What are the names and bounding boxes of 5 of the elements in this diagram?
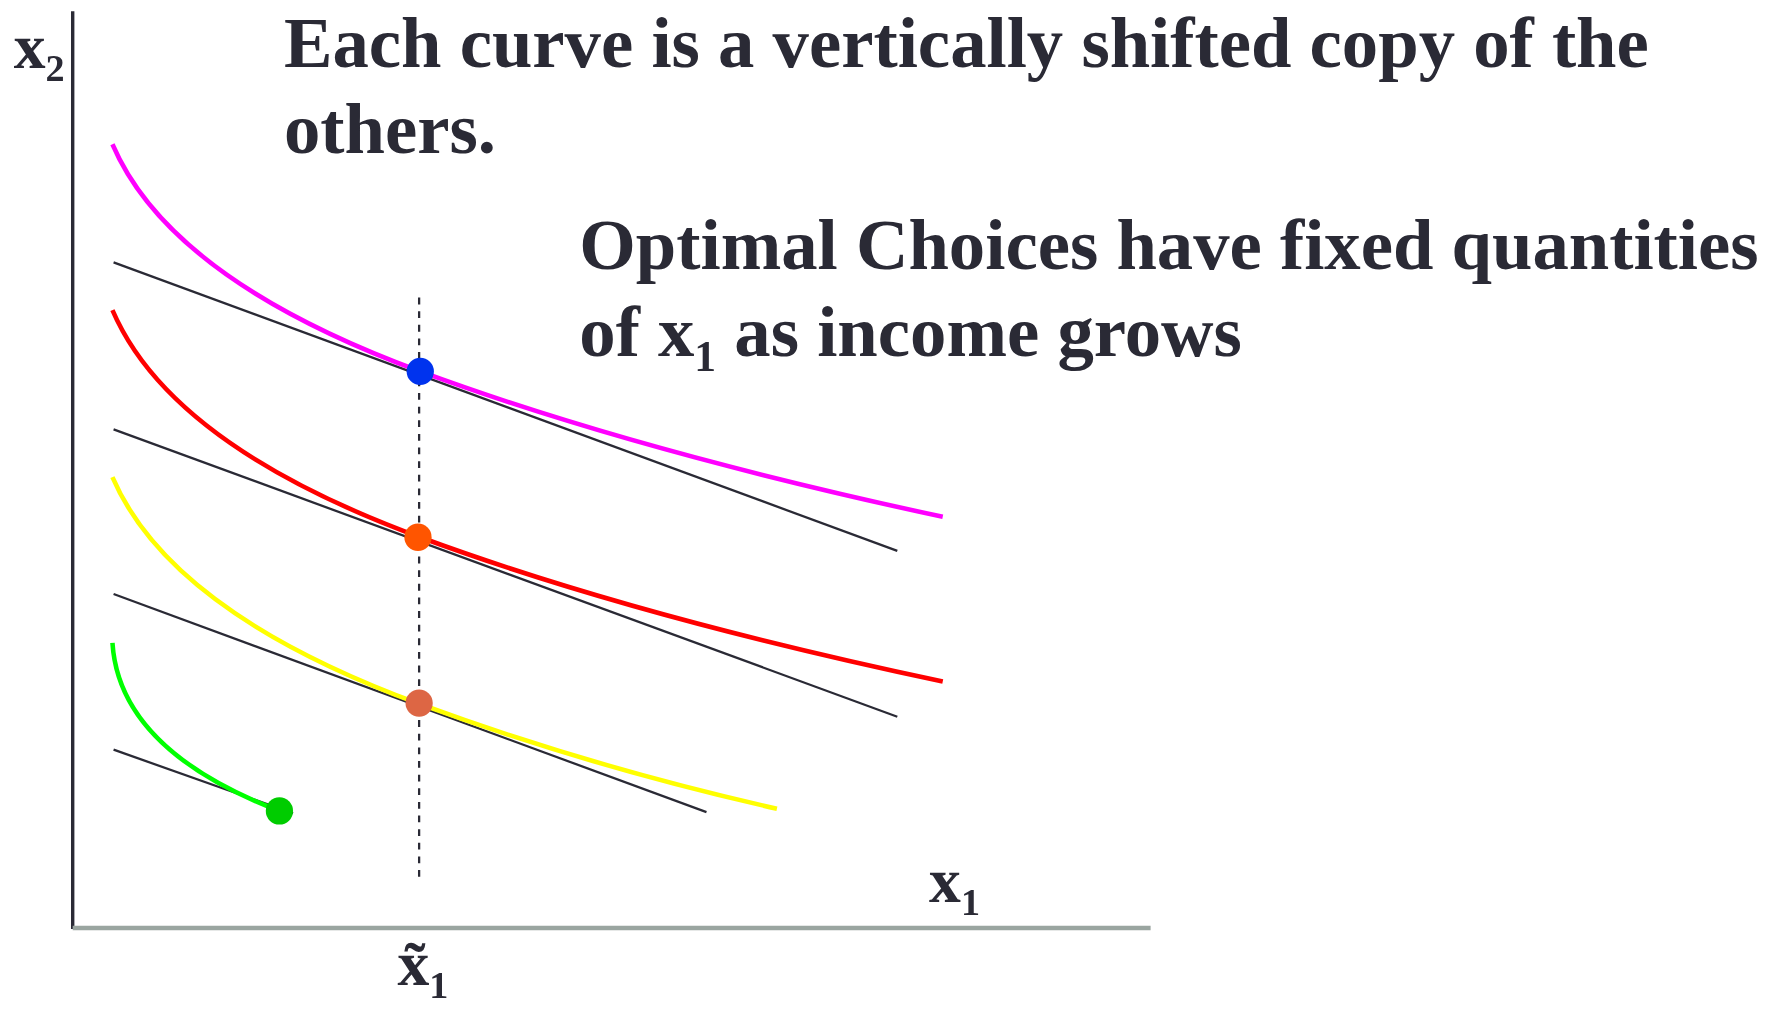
- axis-label: x$_{2}$: [13, 10, 65, 92]
- tick-label: x̃$_{1}$: [397, 927, 449, 1008]
- note-text: Optimal Choices have fixed quantities of x$_{1}$ as income grows: [579, 203, 1760, 382]
- note-text: Each curve is a vertically shifted copy of the others.: [283, 1, 1650, 171]
- axis-label: x$_{1}$: [929, 844, 980, 925]
